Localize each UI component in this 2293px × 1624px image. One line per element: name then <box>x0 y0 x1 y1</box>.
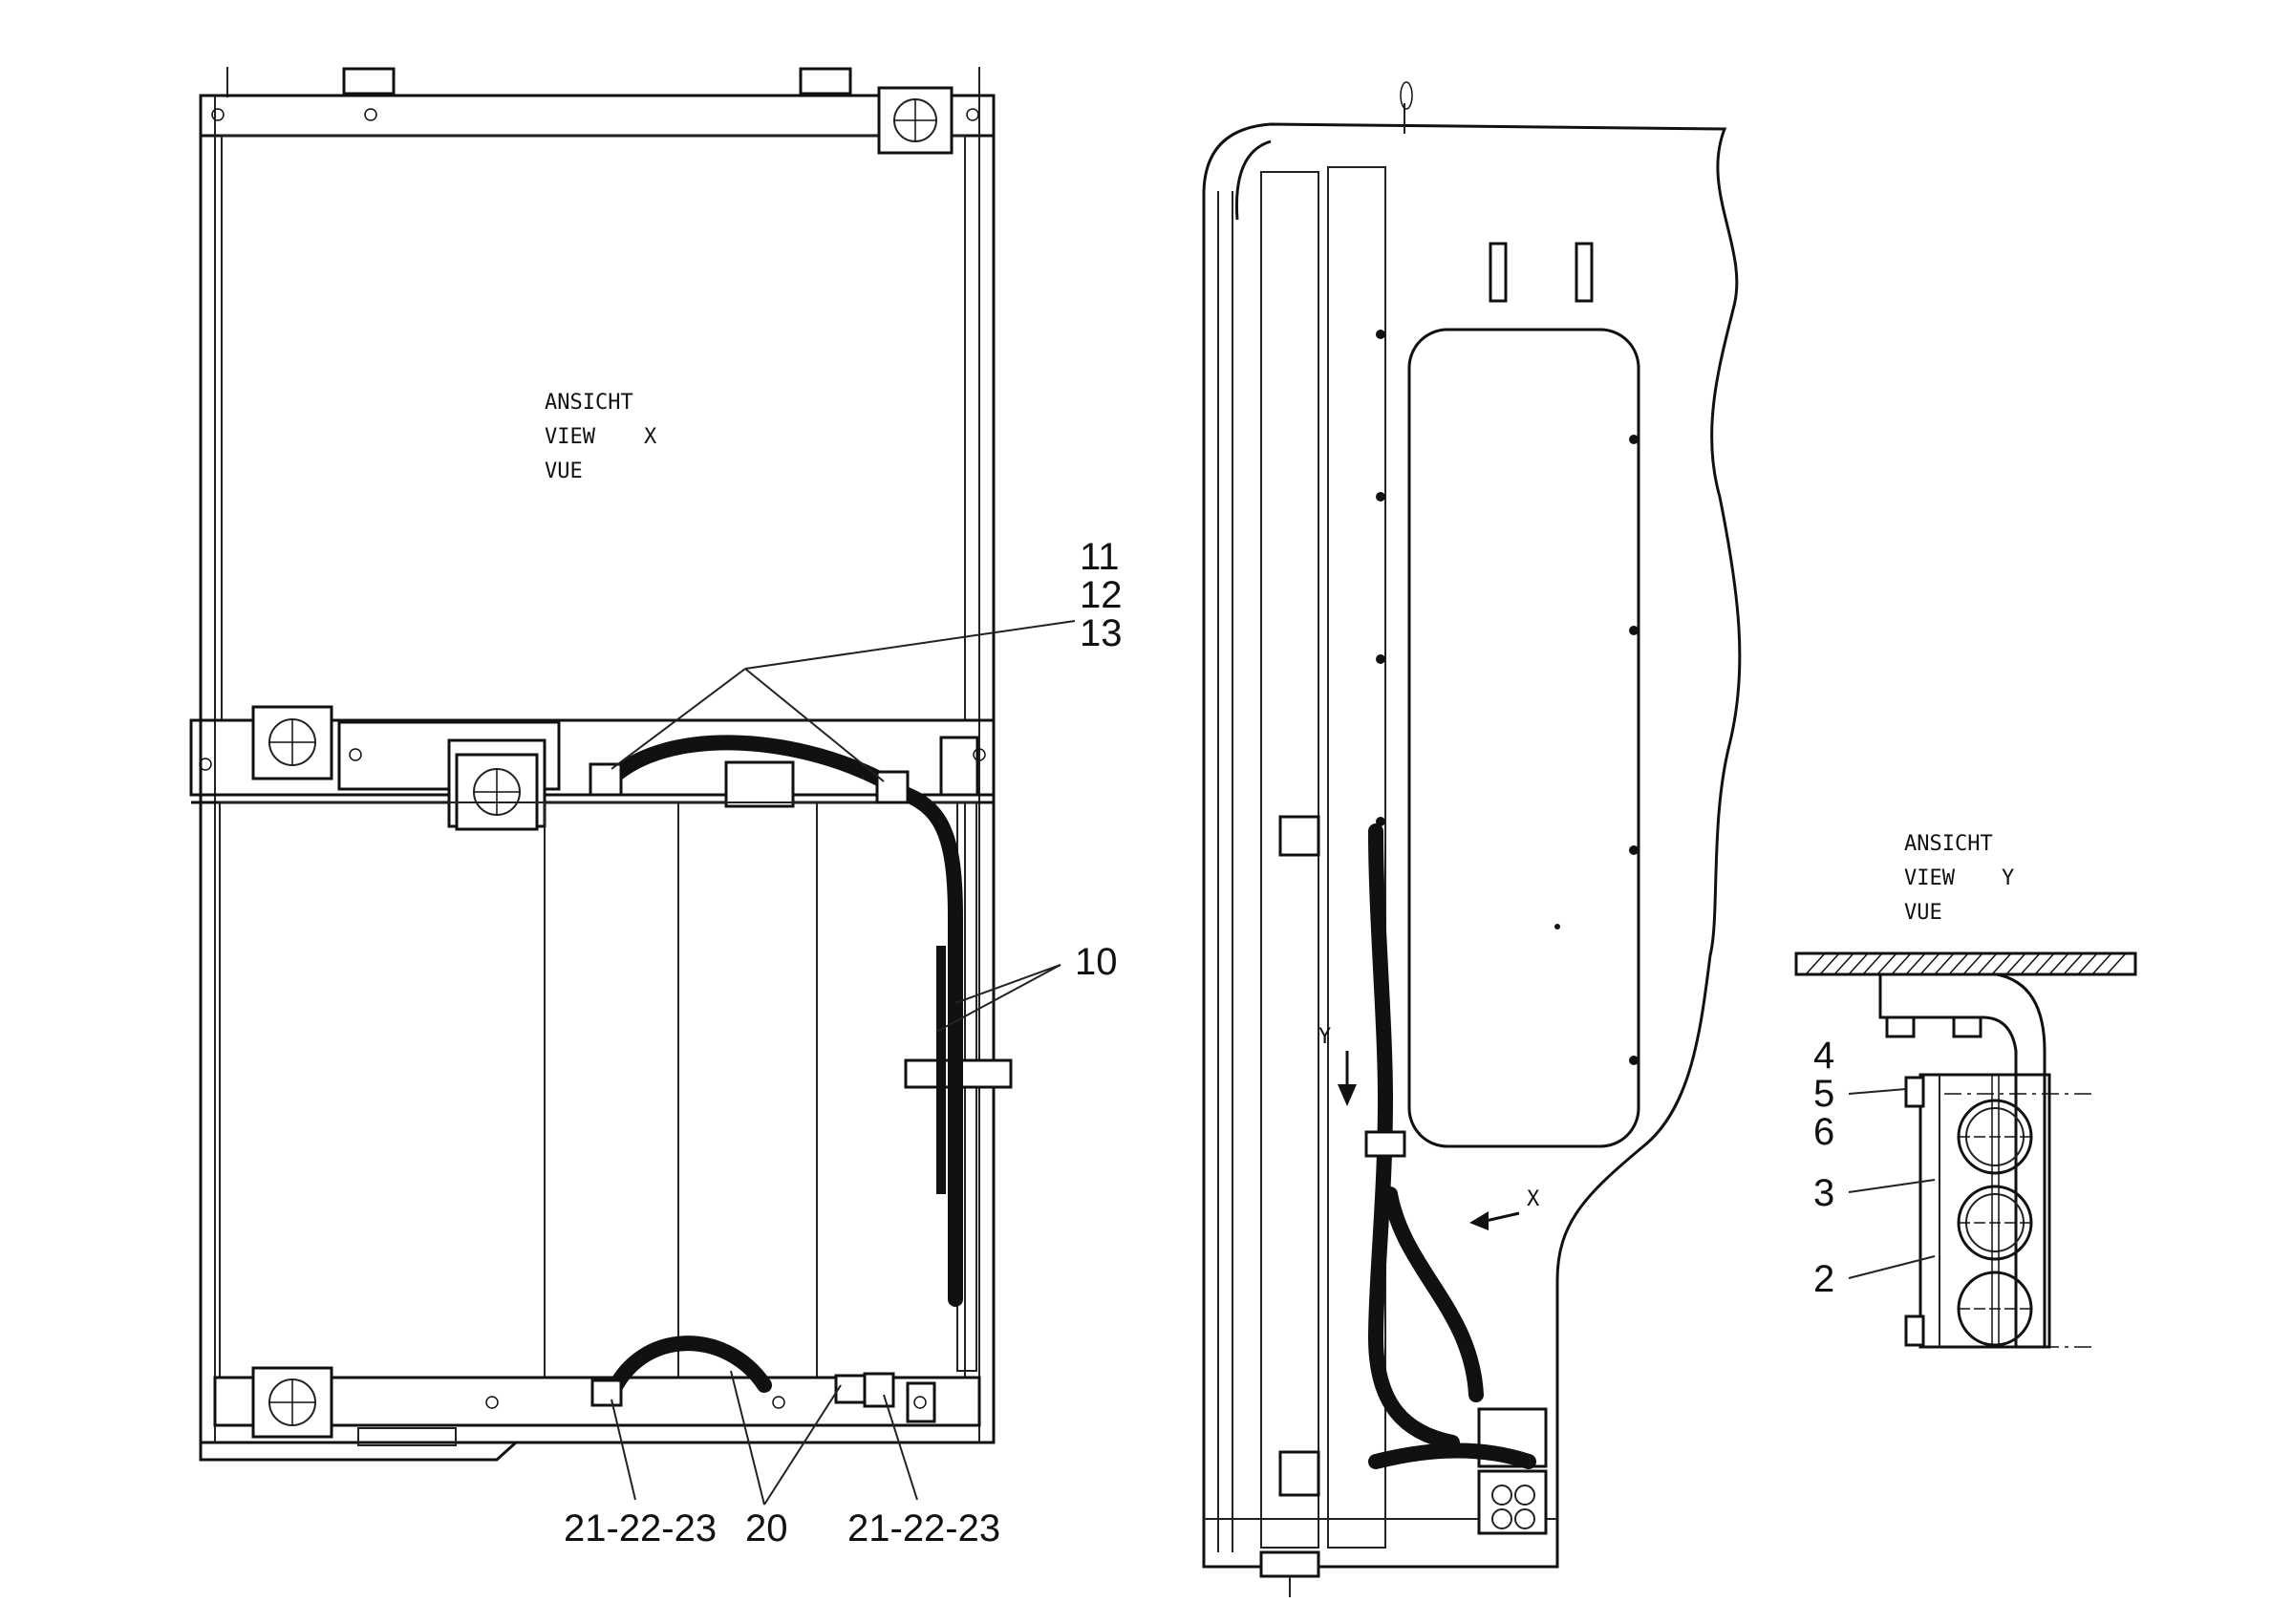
leader-10 <box>935 964 1061 1033</box>
view-y-letter: Y <box>2002 866 2014 890</box>
view-x-line1: ANSICHT <box>545 391 633 415</box>
callout-20: 20 <box>745 1507 788 1549</box>
callout-10: 10 <box>1075 941 1118 983</box>
arrow-y-label: Y <box>1318 1025 1331 1049</box>
arrow-x-label: X <box>1527 1187 1540 1211</box>
callout-11: 11 <box>1080 536 1120 578</box>
callout-3: 3 <box>1813 1172 1834 1214</box>
leader-11-12-13 <box>611 620 1076 782</box>
callout-4: 4 <box>1813 1035 1834 1077</box>
leaders-view-y <box>1848 1088 1936 1279</box>
callout-5: 5 <box>1813 1073 1834 1115</box>
view-y-line2: VIEW <box>1904 866 1956 890</box>
view-y-line3: VUE <box>1904 901 1942 925</box>
view-x-line2: VIEW <box>545 425 596 449</box>
view-x-line3: VUE <box>545 459 583 483</box>
view-x-letter: X <box>644 425 657 449</box>
leader-bottom <box>611 1370 918 1506</box>
callout-6: 6 <box>1813 1111 1834 1153</box>
view-y-clamp <box>1794 951 2137 1349</box>
view-y-line1: ANSICHT <box>1904 832 1993 856</box>
callout-12: 12 <box>1080 574 1123 616</box>
side-view <box>1202 81 1742 1597</box>
callout-2: 2 <box>1813 1258 1834 1300</box>
view-x-frame <box>189 67 1013 1462</box>
callout-13: 13 <box>1080 612 1123 654</box>
callout-21-right: 21-22-23 <box>847 1507 1000 1549</box>
callout-21-left: 21-22-23 <box>564 1507 717 1549</box>
